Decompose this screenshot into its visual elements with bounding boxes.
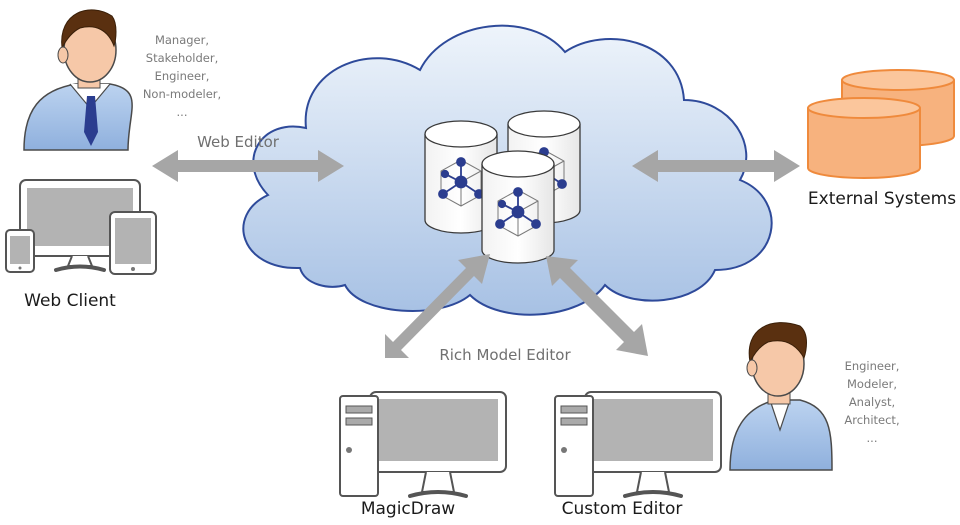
custom-editor-arrow	[546, 256, 648, 356]
web-client-label: Web Client	[24, 291, 116, 311]
web-editor-arrow	[152, 150, 344, 182]
role-text: Engineer,	[845, 359, 900, 373]
role-text: Analyst,	[849, 395, 895, 409]
role-text: ...	[867, 431, 878, 445]
manager-person-icon	[23, 9, 133, 151]
role-text: Modeler,	[847, 377, 897, 391]
custom-editor-computer-icon	[553, 390, 723, 498]
database-server-icon	[481, 150, 555, 264]
role-text: Engineer,	[155, 69, 210, 83]
manager-roles: Manager, Stakeholder, Engineer, Non-mode…	[143, 33, 221, 119]
modeler-roles: Engineer, Modeler, Analyst, Architect, .…	[844, 359, 899, 445]
role-text: Non-modeler,	[143, 87, 221, 101]
role-text: ...	[177, 105, 188, 119]
rich-model-editor-label: Rich Model Editor	[439, 346, 571, 364]
role-text: Stakeholder,	[146, 51, 218, 65]
role-text: Architect,	[844, 413, 899, 427]
phone-icon	[5, 229, 35, 273]
role-text: Manager,	[155, 33, 209, 47]
magicdraw-label: MagicDraw	[361, 499, 455, 519]
external-systems-arrow	[632, 150, 800, 182]
modeler-person-icon	[729, 322, 833, 471]
external-systems-label: External Systems	[808, 189, 956, 209]
external-database-icon	[807, 69, 955, 179]
magicdraw-arrow	[385, 254, 490, 358]
tablet-icon	[109, 211, 157, 275]
web-editor-label: Web Editor	[197, 133, 280, 151]
magicdraw-computer-icon	[338, 390, 508, 498]
custom-editor-label: Custom Editor	[562, 499, 683, 519]
